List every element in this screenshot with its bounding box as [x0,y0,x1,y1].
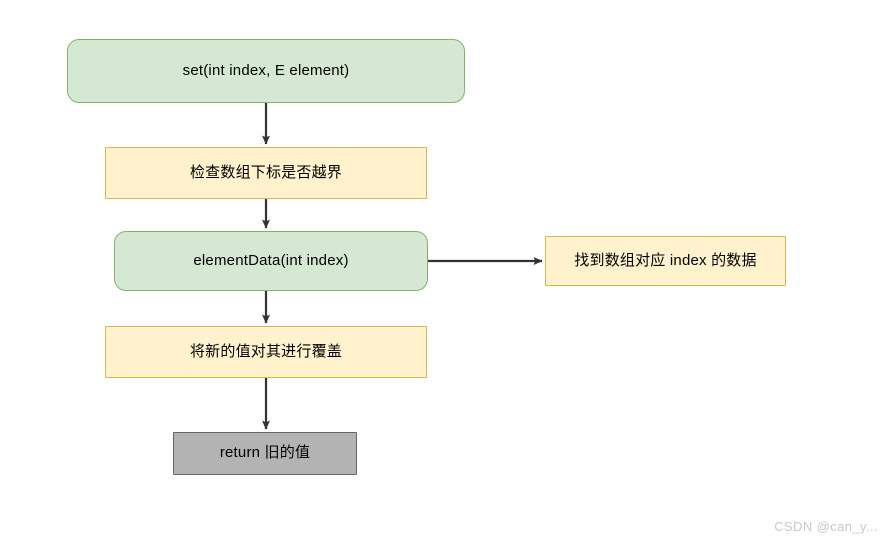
node-overwrite-value-label: 将新的值对其进行覆盖 [189,342,342,360]
node-check-bounds[interactable]: 检查数组下标是否越界 [105,147,427,199]
node-element-data[interactable]: elementData(int index) [114,231,428,291]
node-element-data-label: elementData(int index) [193,251,349,269]
node-overwrite-value[interactable]: 将新的值对其进行覆盖 [105,326,427,378]
node-method-signature[interactable]: set(int index, E element) [67,39,465,103]
node-return-old-label: return 旧的值 [219,444,311,462]
node-method-signature-label: set(int index, E element) [182,61,350,79]
node-found-data-label: 找到数组对应 index 的数据 [574,251,757,269]
csdn-watermark: CSDN @can_y... [774,519,878,534]
node-return-old[interactable]: return 旧的值 [173,432,357,475]
node-found-data[interactable]: 找到数组对应 index 的数据 [545,236,786,286]
node-check-bounds-label: 检查数组下标是否越界 [189,163,342,181]
